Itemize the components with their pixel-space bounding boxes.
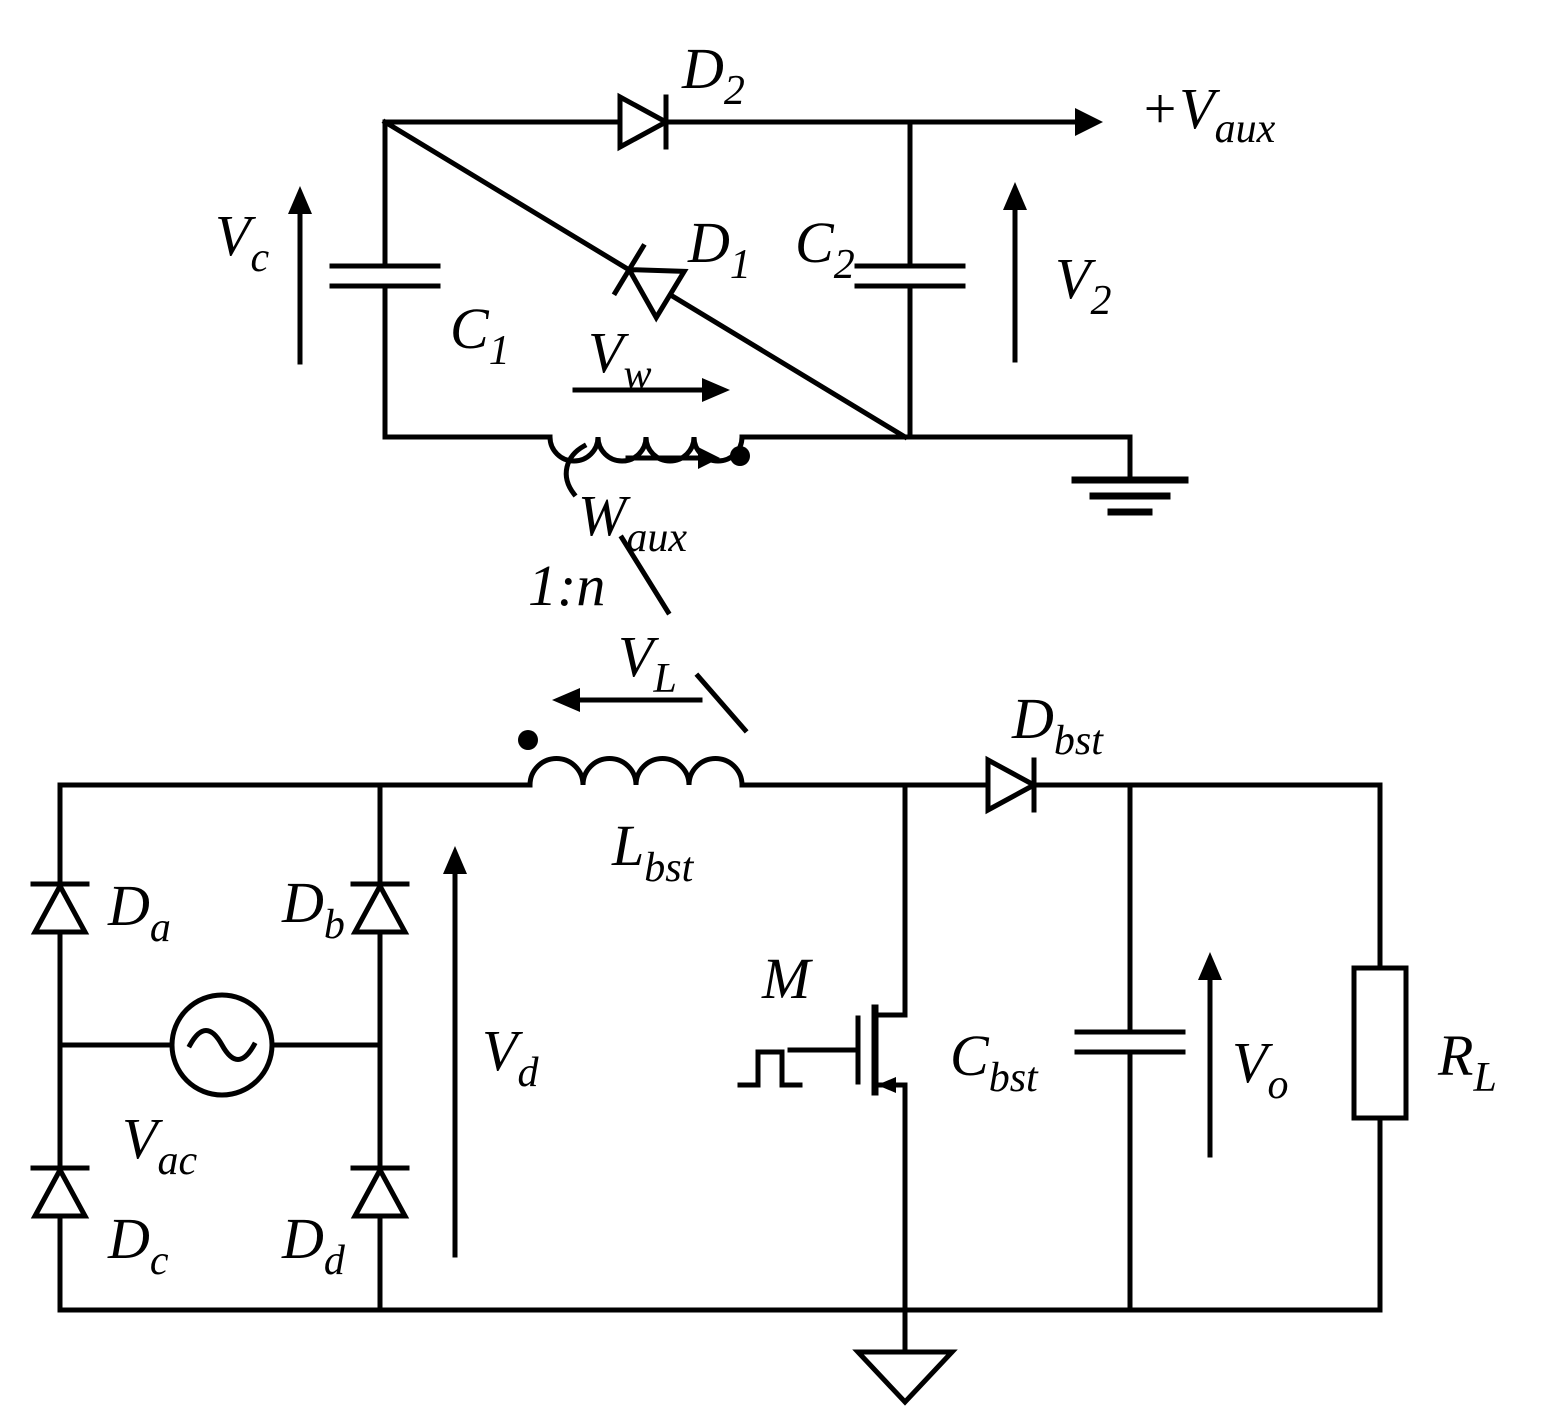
label-vac: Vac — [122, 1106, 197, 1184]
mosfet-source-wire — [872, 1082, 908, 1313]
label-c2: C2 — [795, 210, 855, 288]
dc-diode-triangle — [30, 1164, 90, 1219]
waux-current-arrowhead — [698, 447, 720, 469]
dbst-diode — [985, 755, 1040, 815]
waux-polarity-dot — [730, 446, 750, 466]
label-d1: D1 — [687, 210, 751, 288]
mosfet-drain-wire — [872, 782, 908, 1018]
rl-resistor — [1351, 965, 1409, 1121]
mosfet-source-arrow — [877, 1077, 896, 1093]
label-d2: D2 — [681, 36, 745, 114]
dd-diode — [350, 1164, 410, 1219]
c2-capacitor — [854, 263, 966, 289]
label-dc: Dc — [107, 1206, 169, 1284]
lbst-winding — [527, 756, 745, 788]
d1-diode-bar — [611, 243, 647, 297]
dc-diode — [30, 1164, 90, 1219]
label-vo: Vo — [1232, 1030, 1288, 1108]
label-da: Da — [107, 873, 171, 951]
dbst-diode-triangle — [985, 755, 1040, 815]
label-vw: Vw — [588, 320, 651, 398]
vo-arrowhead — [1198, 952, 1222, 980]
cbst-capacitor — [1074, 1029, 1186, 1055]
aux-bottom-rail-wire — [382, 434, 1133, 481]
da-diode-triangle — [30, 880, 90, 935]
mosfet-m — [737, 782, 908, 1313]
vd-arrowhead — [443, 846, 467, 874]
vw-arrowhead — [702, 378, 730, 402]
dd-diode-triangle — [350, 1164, 410, 1219]
gate-pulse-symbol — [737, 1049, 803, 1088]
label-v2: V2 — [1055, 246, 1111, 324]
label-vc: Vc — [215, 203, 269, 281]
label-dbst: Dbst — [1011, 686, 1104, 764]
label-dd: Dd — [281, 1206, 346, 1284]
db-diode-triangle — [350, 880, 410, 935]
label-lbst: Lbst — [611, 813, 695, 891]
vac-source — [169, 992, 275, 1098]
vaux-arrowhead — [1075, 108, 1103, 136]
label-rl: RL — [1437, 1023, 1497, 1101]
d2-diode-triangle — [617, 92, 672, 152]
vc-arrowhead — [288, 186, 312, 214]
boost-ground-symbol — [852, 1349, 958, 1406]
d1-diode-triangle — [624, 266, 689, 323]
label-vl: VL — [618, 624, 677, 702]
db-diode — [350, 880, 410, 935]
label-db: Db — [281, 870, 345, 948]
label-waux: Waux — [578, 483, 687, 561]
c1-capacitor — [329, 263, 441, 289]
d2-diode — [617, 92, 672, 152]
label-turns-ratio: 1:n — [528, 553, 605, 618]
d1-diode — [611, 243, 689, 323]
da-diode — [30, 880, 90, 935]
coupling-core-stroke-1 — [618, 534, 672, 616]
vl-arrowhead — [552, 688, 580, 712]
aux-ground-symbol — [1071, 476, 1189, 516]
label-cbst: Cbst — [950, 1023, 1039, 1101]
coupling-core-stroke-2 — [694, 672, 749, 734]
vac-sine-wave — [186, 1028, 258, 1062]
label-c1: C1 — [450, 296, 510, 374]
v2-arrowhead — [1003, 182, 1027, 210]
lbst-polarity-dot — [518, 730, 538, 750]
label-vd: Vd — [482, 1018, 539, 1096]
label-vaux: +Vaux — [1140, 76, 1276, 152]
label-m: M — [761, 946, 813, 1011]
waux-lead-curl — [563, 442, 588, 498]
